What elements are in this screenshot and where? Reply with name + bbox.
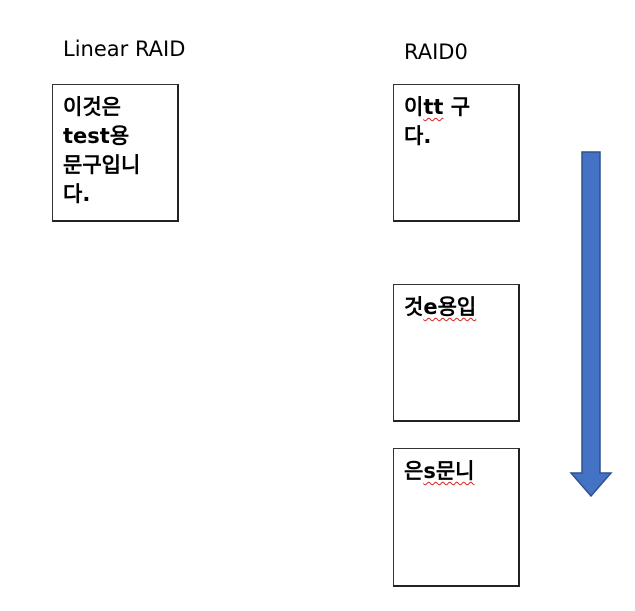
raid0-box-2-text: 것e용입 [404, 293, 476, 322]
raid0-box-3: 은s문니 [393, 448, 520, 587]
raid0-box-1-text: 이tt 구 다. [404, 93, 470, 151]
raid0-heading: RAID0 [404, 40, 468, 64]
down-arrow-shape [569, 151, 613, 498]
raid0-box-1-prefix: 이 [404, 95, 424, 119]
raid0-box-3-text: 은s문니 [404, 457, 474, 486]
raid0-box-1: 이tt 구 다. [393, 84, 520, 222]
raid0-box-3-prefix: 은 [404, 459, 424, 483]
raid0-box-1-misspelled: tt [423, 95, 444, 119]
raid0-box-2-misspelled: e용입 [423, 295, 477, 319]
linear-raid-box-text: 이것은 test용 문구입니 다. [63, 95, 141, 206]
raid0-box-1-suffix: 구 다. [404, 95, 471, 148]
raid0-box-2-prefix: 것 [404, 295, 424, 319]
down-arrow-icon [569, 151, 613, 498]
raid0-box-2: 것e용입 [393, 284, 520, 422]
linear-raid-box: 이것은 test용 문구입니 다. [52, 84, 179, 222]
linear-raid-heading: Linear RAID [63, 37, 186, 61]
raid0-box-3-misspelled: s문니 [423, 459, 475, 483]
